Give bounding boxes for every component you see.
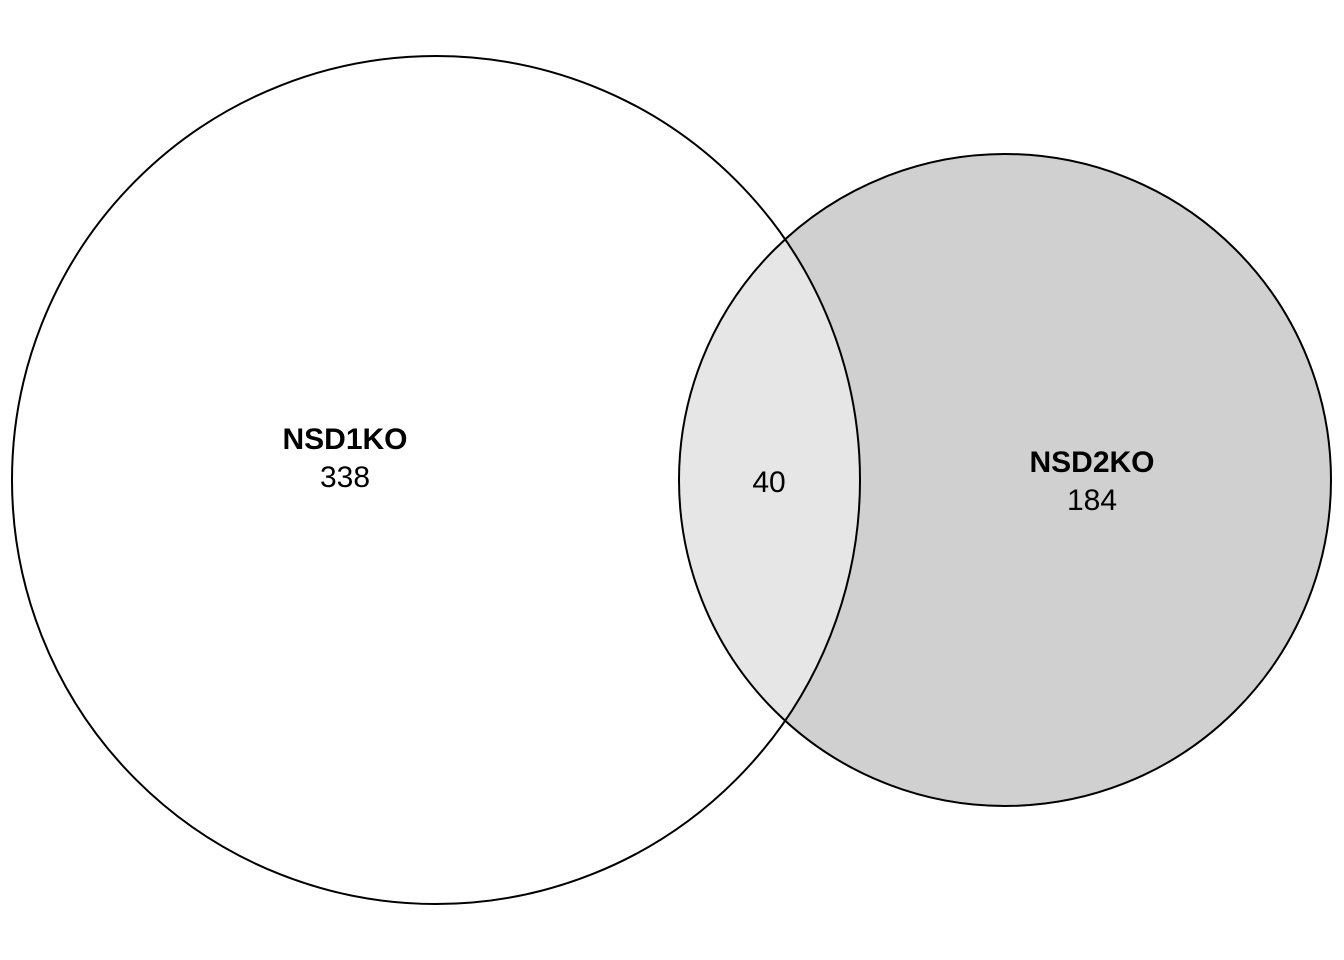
set-a-outline (11, 55, 861, 905)
set-b-circle (679, 154, 1331, 806)
set-a-count: 338 (320, 461, 370, 494)
intersection-count: 40 (752, 466, 785, 499)
set-b-outline (678, 153, 1332, 807)
set-a-name: NSD1KO (282, 423, 407, 456)
set-a-circle (12, 56, 860, 904)
set-b-count: 184 (1067, 484, 1117, 517)
set-b-name: NSD2KO (1029, 446, 1154, 479)
